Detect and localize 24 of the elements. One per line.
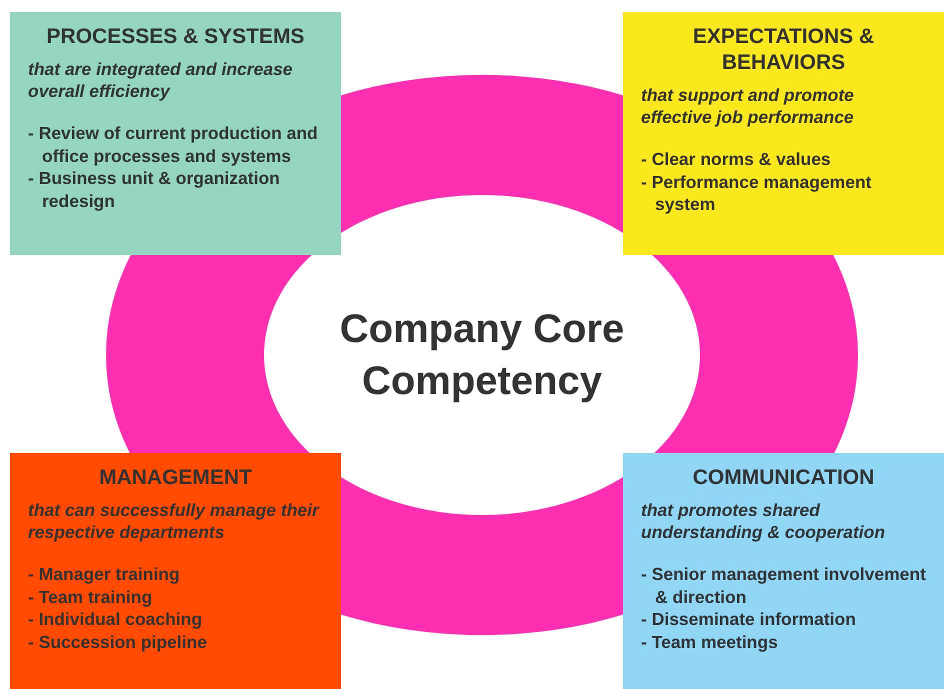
card-heading: MANAGEMENT [98, 465, 253, 491]
bullet-item: - Review of current production and office processes and systems [28, 122, 319, 167]
info-card [10, 12, 341, 255]
bullet-item: - Succession pipeline [28, 630, 208, 653]
bullet-item: - Manager training [28, 563, 181, 586]
bullet-item: - Team training [28, 586, 154, 608]
card-subtitle: that are integrated and increase overall efficiency [28, 58, 294, 102]
info-card [10, 453, 341, 689]
info-card [623, 12, 944, 255]
card-heading: PROCESSES & SYSTEMS [46, 24, 306, 50]
card-subtitle: that support and promote effective job performance [641, 84, 855, 128]
bullet-item: - Team meetings [641, 630, 779, 653]
bullet-item: - Individual coaching [28, 608, 204, 630]
bullet-item: - Disseminate information [641, 608, 857, 630]
bullet-item: - Performance management system [641, 170, 872, 216]
bullet-item: - Business unit & organization redesign [28, 167, 281, 212]
card-heading: COMMUNICATION [692, 465, 876, 491]
card-subtitle: that promotes shared understanding & cooperation [641, 499, 886, 543]
bullet-item: - Clear norms & values [641, 148, 832, 170]
center-title: Company Core Competency [300, 275, 664, 435]
card-heading: EXPECTATIONS & BEHAVIORS [692, 24, 876, 76]
info-card [623, 453, 944, 689]
card-subtitle: that can successfully manage their respective departments [28, 499, 320, 543]
bullet-item: - Senior management involvement & direction [641, 563, 926, 608]
